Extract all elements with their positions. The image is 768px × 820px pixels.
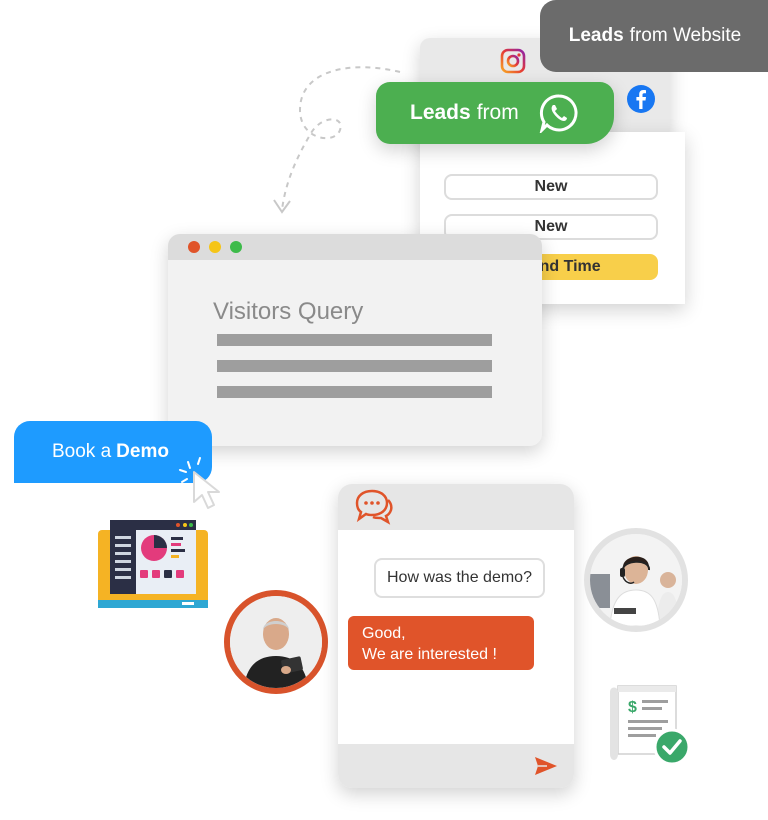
book-demo-label: Book a: [52, 441, 112, 462]
chat-window: How was the demo? Good, We are intereste…: [338, 484, 574, 788]
leads-from-website-tag: Leads from Website: [540, 0, 768, 72]
whatsapp-icon: [539, 94, 578, 133]
lead-status-new: New: [444, 214, 658, 240]
svg-text:$: $: [628, 699, 637, 716]
chat-header: [338, 484, 574, 530]
invoice-check-icon: $: [610, 685, 691, 766]
chat-message-answer: Good, We are interested !: [348, 616, 534, 670]
answer-line-2: We are interested !: [362, 646, 497, 663]
answer-line-1: Good,: [362, 625, 406, 642]
window-titlebar: [168, 234, 542, 260]
tag-text: from Website: [629, 25, 742, 46]
minimize-dot-icon: [209, 241, 221, 253]
send-icon[interactable]: [534, 756, 558, 776]
leads-from-whatsapp-tag: Leads from: [376, 82, 614, 144]
customer-avatar: [224, 590, 328, 694]
tag-bold-text: Leads: [410, 101, 471, 124]
text-placeholder-line: [217, 334, 492, 346]
dashboard-illustration: [98, 520, 208, 608]
chat-message-question: How was the demo?: [374, 558, 545, 598]
chat-input-bar[interactable]: [338, 744, 574, 788]
book-demo-button[interactable]: Book a Demo: [14, 421, 212, 483]
support-agent-avatar: [584, 528, 688, 632]
instagram-icon: [500, 48, 526, 74]
cursor-click-icon: [179, 457, 220, 509]
dashed-connector: [273, 66, 401, 214]
text-placeholder-line: [217, 386, 492, 398]
book-demo-bold-label: Demo: [116, 441, 169, 462]
maximize-dot-icon: [230, 241, 242, 253]
close-dot-icon: [188, 241, 200, 253]
chat-bubbles-icon: [355, 489, 393, 525]
lead-status-new: New: [444, 174, 658, 200]
text-placeholder-line: [217, 360, 492, 372]
facebook-icon: [627, 85, 655, 113]
tag-text: from: [476, 101, 519, 124]
visitors-query-title: Visitors Query: [213, 298, 364, 325]
visitors-query-window: Visitors Query: [168, 234, 542, 446]
tag-bold-text: Leads: [568, 25, 624, 46]
